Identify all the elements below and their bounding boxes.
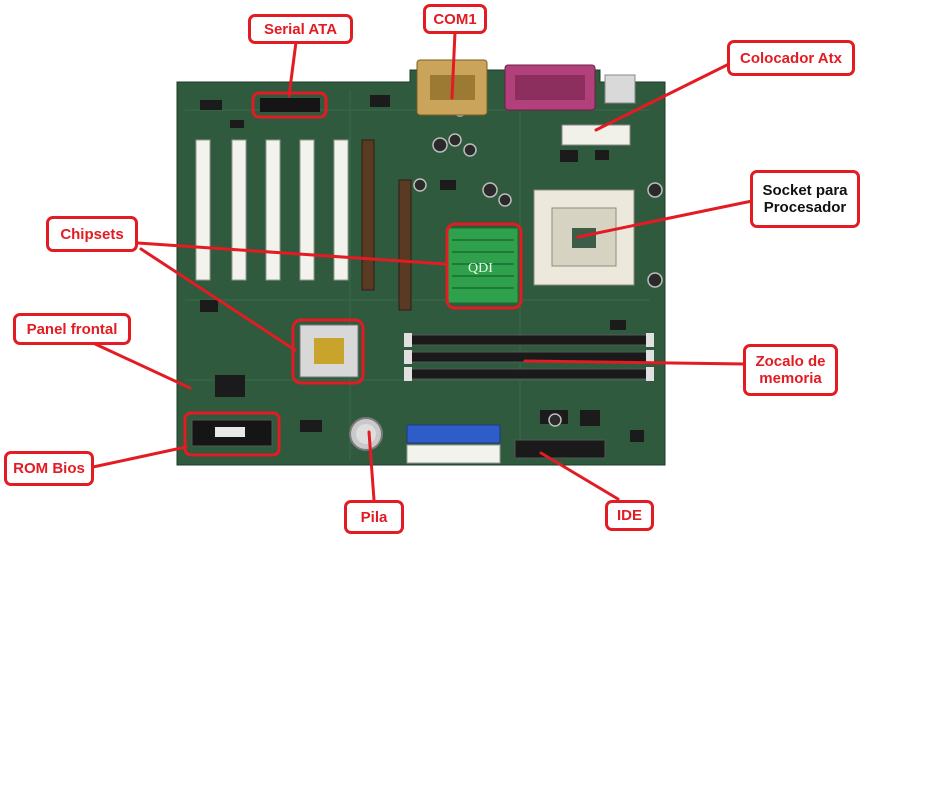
label-zocalo-line2: memoria [759, 370, 822, 387]
label-com1: COM1 [423, 4, 487, 34]
label-socket-line2: Procesador [764, 199, 847, 216]
label-chipsets-text: Chipsets [60, 226, 123, 243]
label-panel-frontal: Panel frontal [13, 313, 131, 345]
label-colocador-atx-text: Colocador Atx [740, 50, 842, 67]
label-ide-text: IDE [617, 507, 642, 524]
label-ide: IDE [605, 500, 654, 531]
label-colocador-atx: Colocador Atx [727, 40, 855, 76]
line-panel-frontal [93, 343, 190, 388]
line-rom-bios [93, 447, 186, 467]
label-rom-bios: ROM Bios [4, 451, 94, 486]
label-zocalo-line1: Zocalo de [755, 353, 825, 370]
label-com1-text: COM1 [433, 11, 476, 28]
label-socket-line1: Socket para [762, 182, 847, 199]
label-zocalo-memoria: Zocalo de memoria [743, 344, 838, 396]
label-serial-ata-text: Serial ATA [264, 21, 337, 38]
label-pila-text: Pila [361, 509, 388, 526]
label-rom-bios-text: ROM Bios [13, 460, 85, 477]
label-panel-frontal-text: Panel frontal [27, 321, 118, 338]
label-pila: Pila [344, 500, 404, 534]
label-chipsets: Chipsets [46, 216, 138, 252]
chip-brand-text: QDI [468, 261, 493, 276]
label-socket-procesador: Socket para Procesador [750, 170, 860, 228]
label-serial-ata: Serial ATA [248, 14, 353, 44]
